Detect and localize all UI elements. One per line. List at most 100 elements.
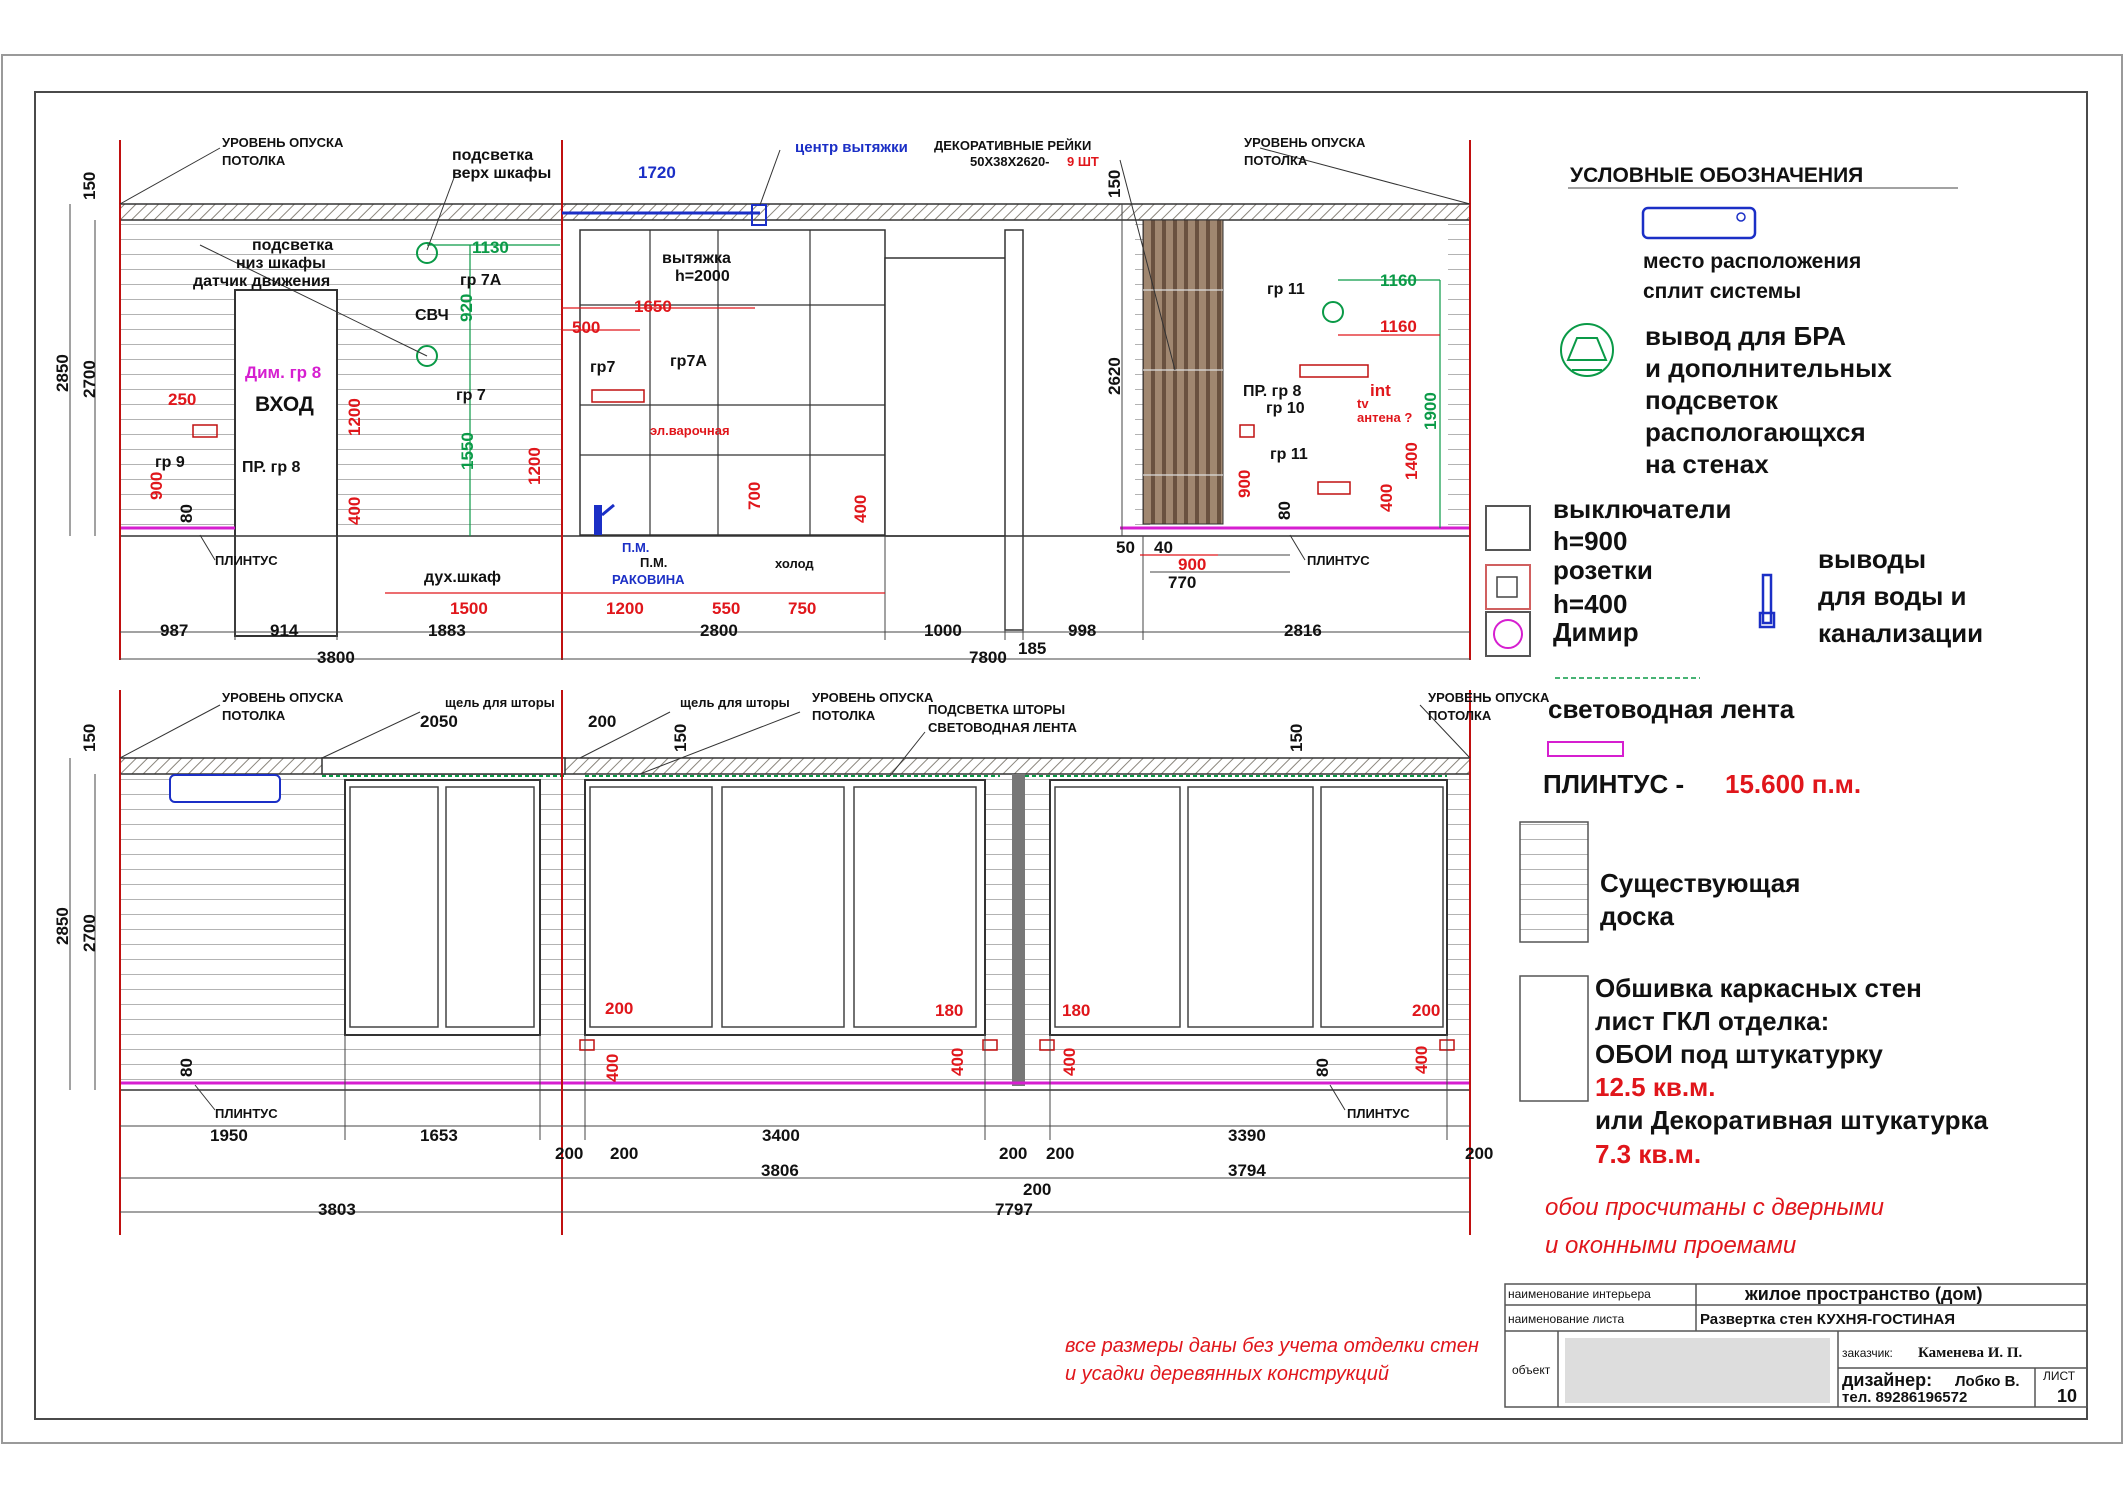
dim-250: 250 (168, 390, 196, 409)
board-icon (1519, 821, 1589, 943)
plinth-label-bottom-right: ПЛИНТУС (1347, 1106, 1410, 1121)
outlet-400-a: 400 (603, 1054, 622, 1082)
ceiling-label-bottom-right-2: ПОТОЛКА (1428, 708, 1492, 723)
legend-bra-3: подсветок (1645, 385, 1779, 415)
curtain-light-label-2: СВЕТОВОДНАЯ ЛЕНТА (928, 720, 1077, 735)
curtain-gap-label-1: щель для шторы (445, 695, 555, 710)
legend-bra-5: на стенах (1645, 449, 1769, 479)
legend-bra-2: и дополнительных (1645, 353, 1892, 383)
dim-1650: 1650 (634, 297, 672, 316)
hood-label-1: вытяжка (662, 250, 731, 267)
pm-label-1: П.М. (622, 540, 649, 555)
run-2816: 2816 (1284, 621, 1322, 640)
tv-label-2: антена ? (1357, 410, 1412, 425)
outer-frame (1, 54, 2123, 1444)
ceiling-label-top-right-1: УРОВЕНЬ ОПУСКА (1244, 135, 1366, 150)
ceiling-label-bottom-mid-1: УРОВЕНЬ ОПУСКА (812, 690, 934, 705)
light-lower-3: датчик движения (193, 273, 330, 290)
legend-dimmer: Димир (1553, 617, 1639, 647)
dim-1400: 1400 (1402, 442, 1421, 480)
legend-switches-h: h=900 (1553, 526, 1627, 556)
run-3390: 3390 (1228, 1126, 1266, 1145)
tb-designer-name: Лобко В. (1955, 1373, 2020, 1390)
tb-designer: дизайнер: (1842, 1370, 1932, 1390)
wallpaper-note-1: обои просчитаны с дверными (1545, 1194, 1884, 1221)
run-987: 987 (160, 621, 188, 640)
dim-bottom-2850: 2850 (53, 907, 72, 945)
dim-900-c: 900 (1178, 555, 1206, 574)
legend-water-2: для воды и (1818, 581, 1967, 611)
run-200-b: 200 (610, 1144, 638, 1163)
light-upper-2: верх шкафы (452, 165, 551, 182)
legend-symbols (1485, 187, 1958, 1102)
ceiling-label-top-left-2: ПОТОЛКА (222, 153, 286, 168)
sill-200-b: 200 (1412, 1001, 1440, 1020)
dim-1550: 1550 (458, 432, 477, 470)
ceiling-label-bottom-mid-2: ПОТОЛКА (812, 708, 876, 723)
rails-count: 9 ШТ (1067, 154, 1099, 169)
plinth-icon (1547, 741, 1624, 757)
run-1000: 1000 (924, 621, 962, 640)
tb-list-label: ЛИСТ (2043, 1369, 2076, 1383)
inner-frame (34, 91, 2088, 1420)
socket-icon (1485, 564, 1531, 610)
dim-top-2700: 2700 (80, 360, 99, 398)
switch-icon (1485, 505, 1531, 551)
run-200-e: 200 (1465, 1144, 1493, 1163)
dim-1130: 1130 (472, 238, 509, 257)
run-200-d: 200 (1046, 1144, 1074, 1163)
legend-gkl-area-1: 12.5 кв.м. (1595, 1072, 1716, 1102)
gr7-label: гр7 (590, 359, 615, 376)
plinth-label-top-left: ПЛИНТУС (215, 553, 278, 568)
legend-gkl-1: Обшивка каркасных стен (1595, 973, 1922, 1003)
gr10-label: гр 10 (1266, 400, 1305, 417)
light-lower-1: подсветка (252, 237, 333, 254)
tb-interior-label: наименование интерьера (1508, 1287, 1651, 1301)
tb-phone: тел. 89286196572 (1842, 1389, 1967, 1406)
dim-2050: 2050 (420, 712, 458, 731)
outlet-400-d: 400 (1412, 1046, 1431, 1074)
light-upper-1: подсветка (452, 147, 533, 164)
title-block-frame (1504, 1283, 2088, 1408)
sconce-icon (1560, 323, 1614, 377)
dim-400-a: 400 (345, 497, 364, 525)
outlet-400-c: 400 (1060, 1048, 1079, 1076)
dim-500: 500 (572, 318, 600, 337)
dim-1160-red: 1160 (1380, 317, 1417, 336)
dim-bottom-80-a: 80 (177, 1058, 196, 1077)
split-system-icon (1641, 206, 1757, 240)
light-lower-2: низ шкафы (236, 255, 326, 272)
rails-size: 50Х38Х2620- (970, 154, 1050, 169)
legend-switches: выключатели (1553, 494, 1732, 524)
dim-1200-b: 1200 (525, 447, 544, 485)
dim-bottom-150-a: 150 (80, 724, 99, 752)
ceiling-label-bottom-left-1: УРОВЕНЬ ОПУСКА (222, 690, 344, 705)
dim-40: 40 (1154, 538, 1173, 557)
gr11-bottom-label: гр 11 (1270, 446, 1308, 463)
hood-label-2: h=2000 (675, 268, 730, 285)
legend-plinth: ПЛИНТУС - (1543, 769, 1684, 799)
dim-1720: 1720 (638, 163, 676, 182)
dimensions-note-2: и усадки деревянных конструкций (1065, 1363, 1389, 1385)
run-200-f: 200 (1023, 1180, 1051, 1199)
gkl-icon (1519, 975, 1589, 1102)
gr7a-label: гр7А (670, 353, 707, 370)
plinth-label-bottom-left: ПЛИНТУС (215, 1106, 278, 1121)
fridge-label: холод (775, 556, 814, 571)
gr9-label: гр 9 (155, 454, 185, 471)
legend-led: световодная лента (1548, 694, 1795, 724)
dim-1200-a: 1200 (345, 398, 364, 436)
curtain-gap-label-2: щель для шторы (680, 695, 790, 710)
sill-180-a: 180 (935, 1001, 963, 1020)
tb-list-value: 10 (2057, 1386, 2077, 1406)
legend-bra-4: распологающхся (1645, 417, 1866, 447)
dim-bottom-150-c: 150 (1287, 724, 1306, 752)
int-label: int (1370, 381, 1391, 400)
run-3400: 3400 (762, 1126, 800, 1145)
dimensions-note-1: все размеры даны без учета отделки стен (1065, 1335, 1479, 1357)
plinth-label-top-right: ПЛИНТУС (1307, 553, 1370, 568)
gr7-left-label: гр 7 (456, 387, 486, 404)
legend-water-3: канализации (1818, 618, 1983, 648)
ceiling-label-bottom-left-2: ПОТОЛКА (222, 708, 286, 723)
